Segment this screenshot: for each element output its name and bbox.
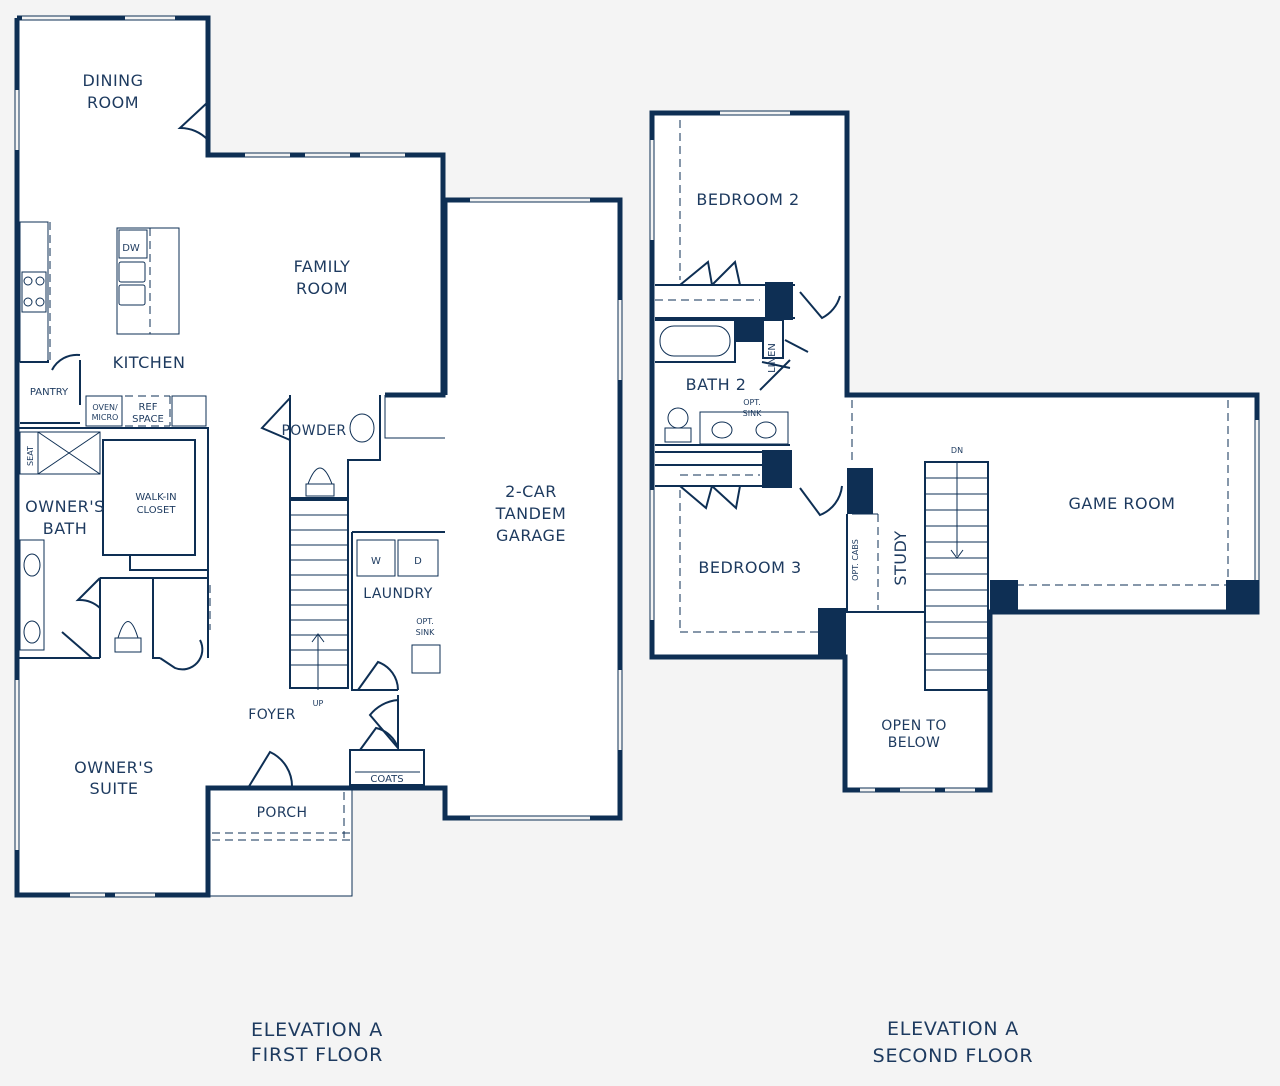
family-room-label-line2: ROOM — [296, 279, 348, 298]
porch-label: PORCH — [257, 805, 308, 821]
stairs-up-label: UP — [313, 699, 324, 708]
coats-label: COATS — [370, 774, 403, 785]
owners-bath-label-line1: OWNER'S — [25, 497, 105, 516]
owners-suite-label-line1: OWNER'S — [74, 758, 154, 777]
owners-suite-label-line2: SUITE — [90, 779, 139, 798]
oven-micro-label-line1: OVEN/ — [92, 403, 118, 412]
washer-label: W — [371, 556, 381, 567]
second-floor-caption-line1: ELEVATION A — [887, 1018, 1019, 1040]
first-floor-caption-line1: ELEVATION A — [251, 1019, 383, 1041]
garage-label-line1: 2-CAR — [505, 482, 557, 501]
ref-space-label-line1: REF — [138, 402, 157, 413]
seat-label: SEAT — [26, 446, 35, 466]
first-floor-plan — [14, 15, 623, 898]
captions: ELEVATION A FIRST FLOOR ELEVATION A SECO… — [251, 1018, 1033, 1067]
walk-in-closet-label-line2: CLOSET — [137, 505, 177, 516]
garage-label-line2: TANDEM — [495, 504, 567, 523]
bedroom-2-label: BEDROOM 2 — [696, 190, 799, 209]
laundry-opt-sink-line2: SINK — [416, 628, 435, 637]
bedroom-3-label: BEDROOM 3 — [698, 558, 801, 577]
pantry-label: PANTRY — [30, 387, 69, 398]
bath-2-opt-sink-line1: OPT. — [743, 398, 761, 407]
dishwasher-label: DW — [122, 243, 140, 254]
powder-label: POWDER — [281, 423, 346, 439]
family-room-label-line1: FAMILY — [294, 257, 351, 276]
stairs-down-label: DN — [951, 446, 963, 455]
dining-room-label-line1: DINING — [82, 71, 143, 90]
open-to-below-label-line1: OPEN TO — [881, 718, 947, 734]
owners-bath-label-line2: BATH — [43, 519, 87, 538]
dryer-label: D — [414, 556, 422, 567]
opt-cabs-label: OPT. CABS — [851, 539, 860, 581]
garage-label-line3: GARAGE — [496, 526, 566, 545]
ref-space-label-line2: SPACE — [132, 414, 164, 425]
bath-2-opt-sink-line2: SINK — [743, 409, 762, 418]
foyer-label: FOYER — [248, 707, 295, 723]
second-floor-caption-line2: SECOND FLOOR — [873, 1045, 1034, 1067]
kitchen-label: KITCHEN — [113, 353, 186, 372]
first-floor-caption-line2: FIRST FLOOR — [251, 1044, 383, 1066]
open-to-below-label-line2: BELOW — [888, 735, 941, 751]
bath-2-label: BATH 2 — [686, 375, 747, 394]
linen-label: LINEN — [767, 343, 778, 373]
dining-room-label-line2: ROOM — [87, 93, 139, 112]
second-floor-plan — [649, 110, 1260, 793]
walk-in-closet-label-line1: WALK-IN — [135, 492, 176, 503]
oven-micro-label-line2: MICRO — [92, 413, 119, 422]
study-label: STUDY — [891, 530, 910, 585]
game-room-label: GAME ROOM — [1069, 494, 1176, 513]
laundry-label: LAUNDRY — [363, 586, 432, 602]
first-floor-labels: DINING ROOM FAMILY ROOM KITCHEN DW PANTR… — [25, 71, 566, 821]
laundry-opt-sink-line1: OPT. — [416, 617, 434, 626]
second-floor-labels: BEDROOM 2 LINEN BATH 2 OPT. SINK BEDROOM… — [686, 190, 1176, 751]
